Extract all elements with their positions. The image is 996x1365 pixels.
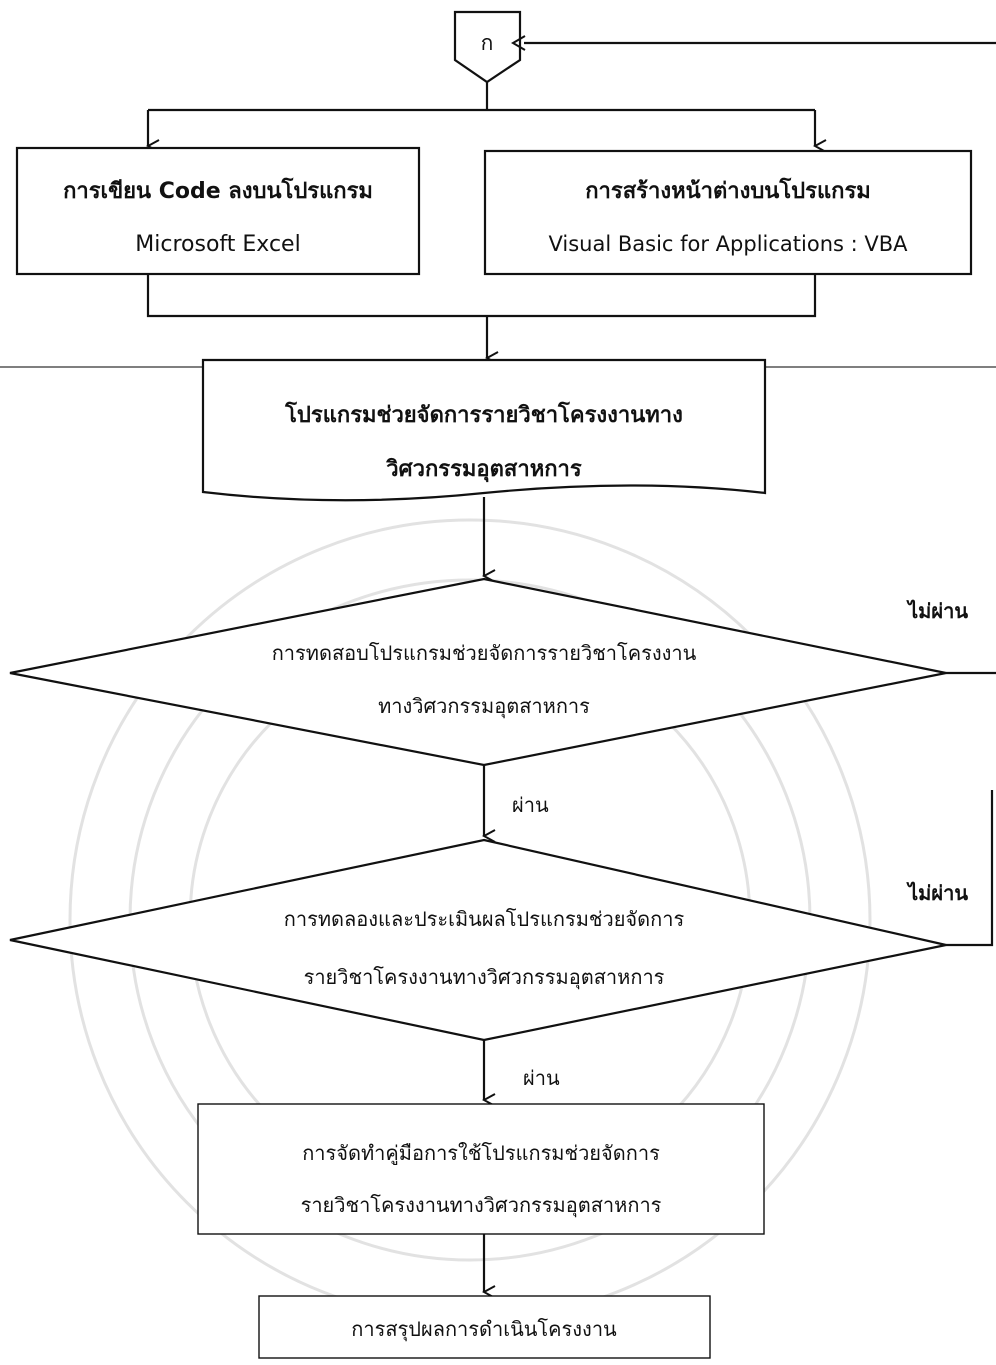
pass-label-2: ผ่าน <box>523 1066 560 1090</box>
eval-decision-line1: การทดลองและประเมินผลโปรแกรมช่วยจัดการ <box>284 907 685 931</box>
test-decision-line2: ทางวิศวกรรมอุตสาหการ <box>378 694 590 719</box>
manual-box: การจัดทำคู่มือการใช้โปรแกรมช่วยจัดการ รา… <box>197 1103 765 1235</box>
test-decision-diamond: การทดสอบโปรแกรมช่วยจัดการรายวิชาโครงงาน … <box>9 577 947 767</box>
process-right-line1: การสร้างหน้าต่างบนโปรแกรม <box>585 177 871 204</box>
document-shape: โปรแกรมช่วยจัดการรายวิชาโครงงานทาง วิศวก… <box>201 358 767 502</box>
document-line2: วิศวกรรมอุตสาหการ <box>386 457 582 483</box>
eval-decision-line2: รายวิชาโครงงานทางวิศวกรรมอุตสาหการ <box>304 965 665 990</box>
document-line1: โปรแกรมช่วยจัดการรายวิชาโครงงานทาง <box>284 401 683 428</box>
summary-label: การสรุปผลการดำเนินโครงงาน <box>351 1317 617 1342</box>
eval-decision-diamond: การทดลองและประเมินผลโปรแกรมช่วยจัดการ รา… <box>9 838 947 1042</box>
pass-label-1: ผ่าน <box>512 793 549 817</box>
connector-shape: ก <box>453 10 522 84</box>
process-left-line2: Microsoft Excel <box>135 232 300 257</box>
test-decision-line1: การทดสอบโปรแกรมช่วยจัดการรายวิชาโครงงาน <box>272 641 697 665</box>
merge-line <box>146 274 817 318</box>
manual-line1: การจัดทำคู่มือการใช้โปรแกรมช่วยจัดการ <box>302 1141 660 1166</box>
summary-box: การสรุปผลการดำเนินโครงงาน <box>258 1295 711 1359</box>
process-left-box: การเขียน Code ลงบนโปรแกรม Microsoft Exce… <box>15 146 421 276</box>
fail-label-1: ไม่ผ่าน <box>906 599 968 623</box>
process-right-box: การสร้างหน้าต่างบนโปรแกรม Visual Basic f… <box>483 149 973 276</box>
process-right-line2: Visual Basic for Applications : VBA <box>548 232 908 256</box>
fail-line-2 <box>946 790 994 947</box>
process-left-line1: การเขียน Code ลงบนโปรแกรม <box>63 177 373 204</box>
fail-label-2: ไม่ผ่าน <box>906 881 968 905</box>
connector-label: ก <box>481 31 494 55</box>
manual-line2: รายวิชาโครงงานทางวิศวกรรมอุตสาหการ <box>301 1193 662 1218</box>
